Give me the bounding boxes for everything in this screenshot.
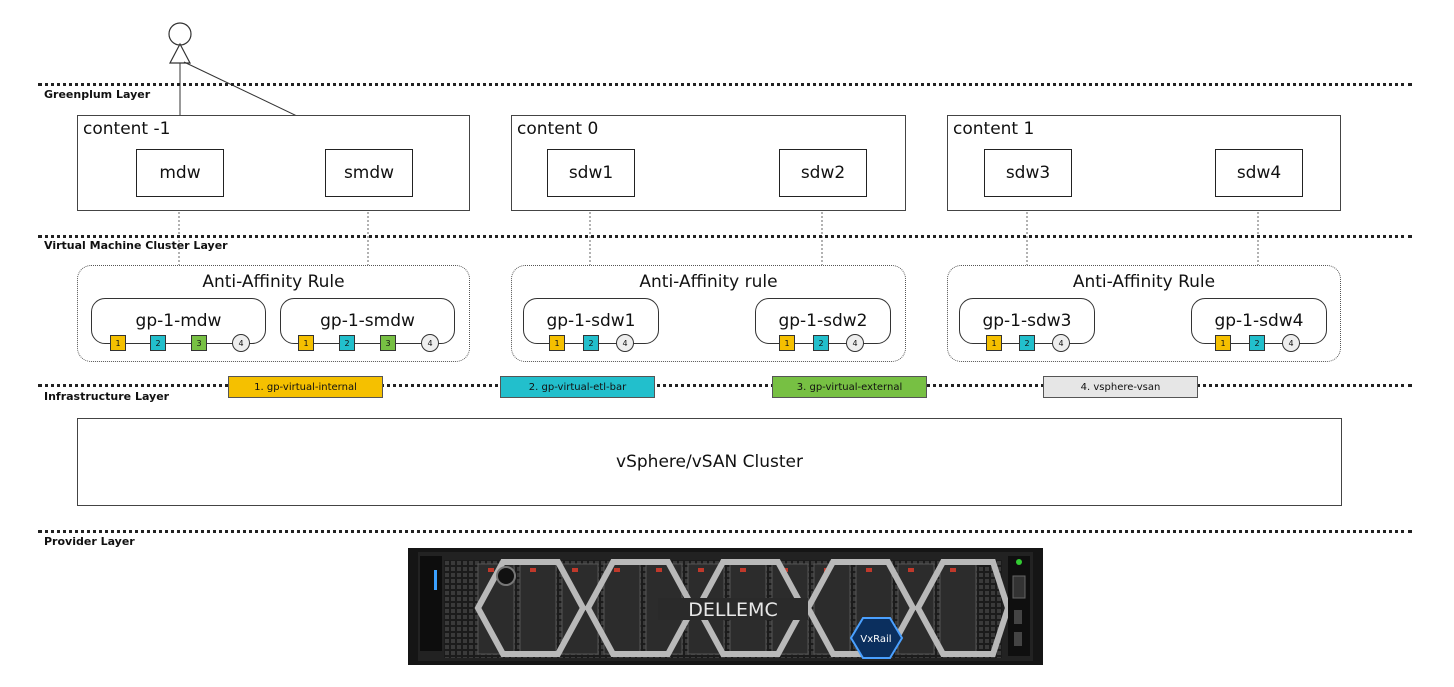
content-label: content -1 [83,119,171,139]
network-label: 1. gp-virtual-internal [228,376,383,398]
host-node: smdw [325,149,413,197]
host-node: mdw [136,149,224,197]
provider-layer-line [38,530,1412,533]
vm-label: gp-1-mdw [135,311,222,331]
nic-badge: 1 [986,335,1002,351]
nic-badge: 2 [339,335,355,351]
rule-label: Anti-Affinity Rule [1072,272,1216,292]
nic-badge: 3 [380,335,396,351]
host-node: sdw1 [547,149,635,197]
nic-badge: 1 [110,335,126,351]
provider-layer-label: Provider Layer [44,535,135,548]
infrastructure-layer-line [38,384,1412,387]
vxrail-server-image: DELLEMC VxRail [408,548,1043,665]
nic-badge: 1 [1215,335,1231,351]
nic-badge: 2 [150,335,166,351]
content-label: content 0 [517,119,599,139]
content-label: content 1 [953,119,1035,139]
actor-body-icon [169,42,191,64]
vm-cluster-layer-label: Virtual Machine Cluster Layer [44,239,228,252]
nic-badge: 4 [616,334,634,352]
nic-badge: 1 [779,335,795,351]
vm-label: gp-1-sdw3 [982,311,1072,331]
nic-badge: 1 [549,335,565,351]
nic-badge: 1 [298,335,314,351]
host-node: sdw4 [1215,149,1303,197]
vsphere-cluster: vSphere/vSAN Cluster [77,418,1342,506]
rule-label: Anti-Affinity rule [639,272,778,292]
actor-head-icon [168,22,192,46]
greenplum-layer-label: Greenplum Layer [44,88,151,101]
network-label: 4. vsphere-vsan [1043,376,1198,398]
vm-label: gp-1-sdw2 [778,311,868,331]
brand-logo: DELLEMC [688,599,777,621]
vm-label: gp-1-smdw [320,311,415,331]
vxrail-badge-text: VxRail [860,634,891,645]
nic-badge: 4 [232,334,250,352]
nic-badge: 4 [846,334,864,352]
infrastructure-layer-label: Infrastructure Layer [44,390,170,403]
nic-badge: 4 [421,334,439,352]
host-node: sdw3 [984,149,1072,197]
host-node: sdw2 [779,149,867,197]
nic-badge: 2 [1249,335,1265,351]
vm-label: gp-1-sdw1 [546,311,636,331]
rule-label: Anti-Affinity Rule [202,272,345,292]
nic-badge: 4 [1052,334,1070,352]
nic-badge: 3 [191,335,207,351]
vm-label: gp-1-sdw4 [1214,311,1304,331]
nic-badge: 2 [813,335,829,351]
nic-badge: 2 [1019,335,1035,351]
nic-badge: 2 [583,335,599,351]
cluster-label: vSphere/vSAN Cluster [616,452,803,472]
network-label: 2. gp-virtual-etl-bar [500,376,655,398]
nic-badge: 4 [1282,334,1300,352]
vm-cluster-layer-line [38,235,1412,238]
greenplum-layer-line [38,83,1412,86]
network-label: 3. gp-virtual-external [772,376,927,398]
